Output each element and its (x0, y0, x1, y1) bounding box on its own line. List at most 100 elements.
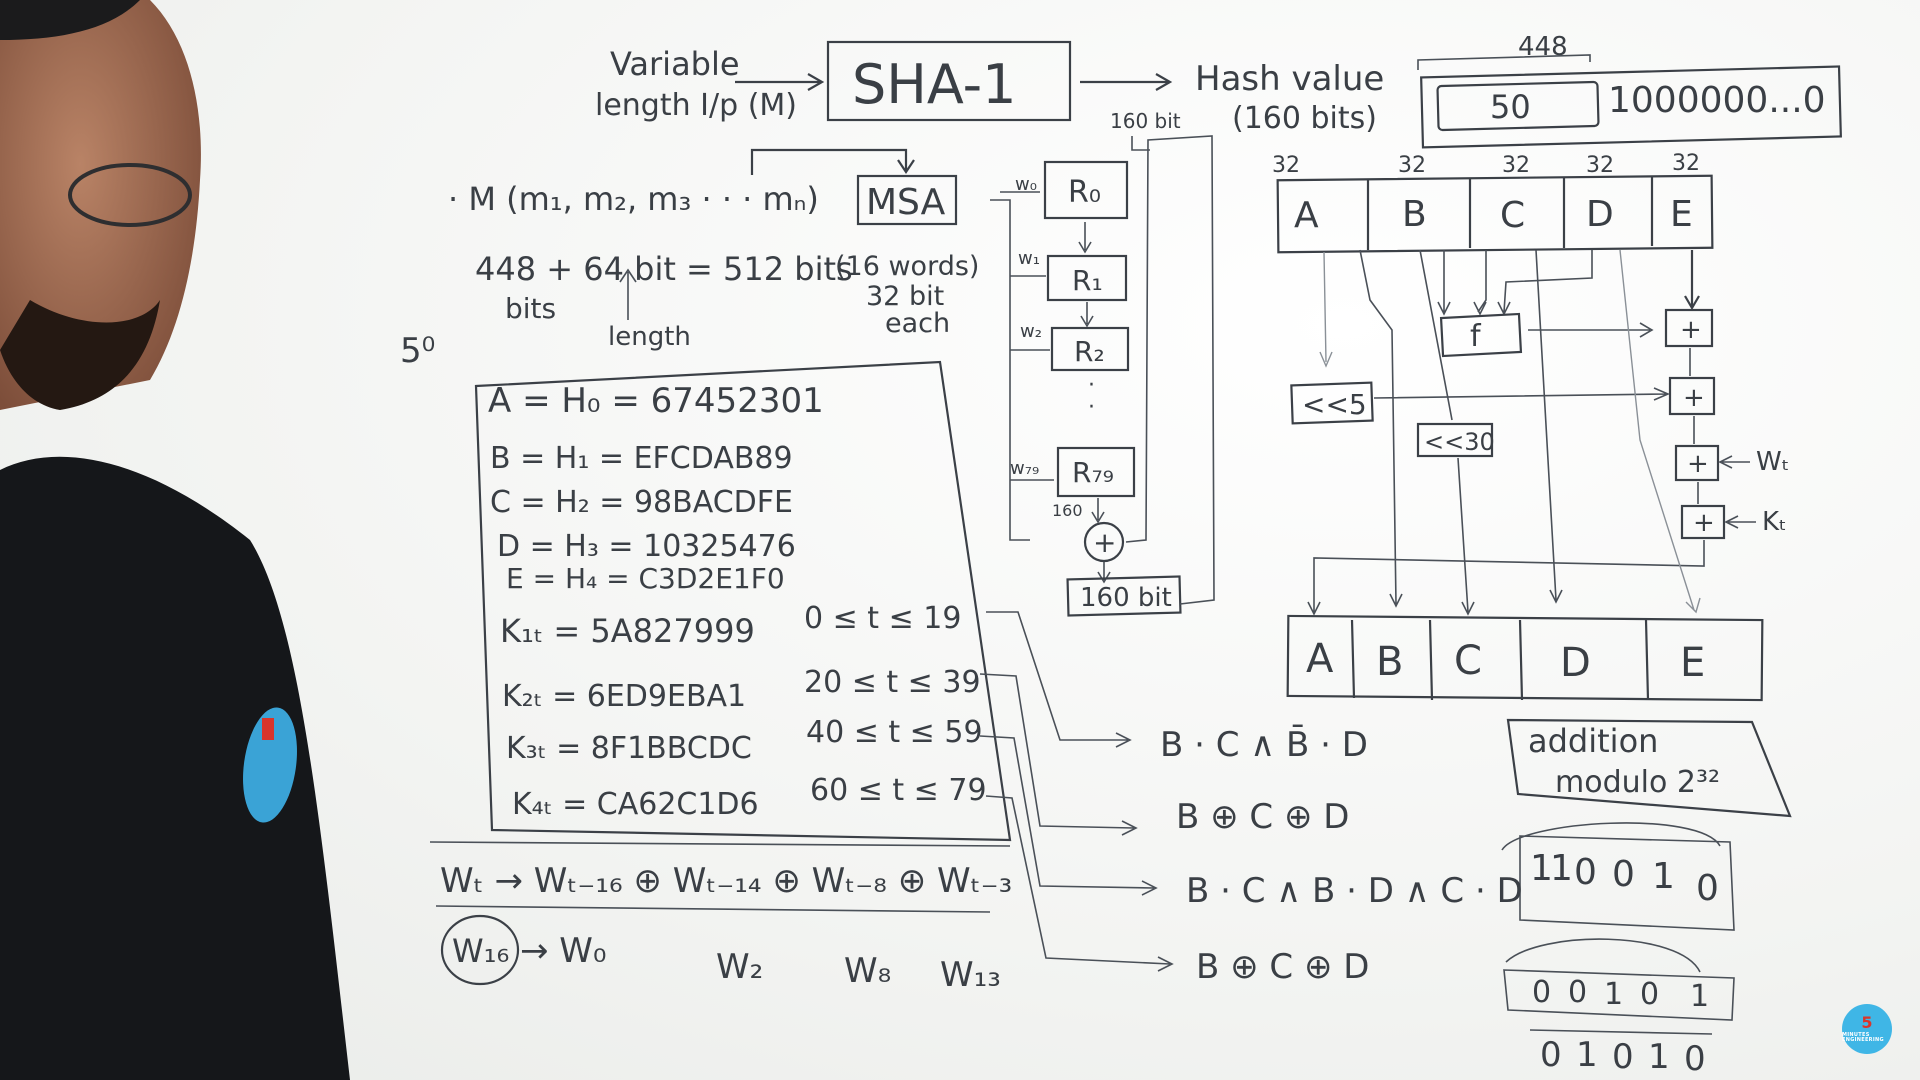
w0-label: → W₀ (520, 931, 607, 971)
adder-3-label: + (1687, 449, 1709, 479)
w16-circle (440, 914, 520, 986)
presenter-shirt (0, 456, 350, 1080)
addition-label-1: addition (1528, 722, 1658, 760)
sum-circle (1083, 521, 1125, 563)
top-reg-0: A (1294, 195, 1319, 236)
padding-inner-label: 50 (1490, 88, 1531, 126)
k-const-3: K₄ₜ = CA62C1D6 (512, 787, 759, 822)
adder-1 (1664, 308, 1714, 348)
channel-logo-text: MINUTES ENGINEERING (1842, 1032, 1884, 1043)
w16-label: W₁₆ (452, 932, 509, 970)
bottom-reg-3: D (1560, 640, 1591, 686)
padding-rest-label: 1000000...0 (1608, 80, 1826, 121)
round-w-1: w₁ (1018, 248, 1040, 269)
bottom-reg-1: B (1376, 639, 1403, 685)
bits-row-2: 0 0 1 0 1 (1532, 975, 1709, 1014)
function-0: B · C ∧ B̄ · D (1160, 724, 1368, 765)
msa-note-1: (16 words) (835, 251, 979, 282)
glasses-icon (68, 163, 192, 227)
function-3: B ⊕ C ⊕ D (1196, 947, 1369, 987)
round-arrow-0 (1078, 222, 1092, 254)
f-label: f (1470, 319, 1482, 354)
k-range-0: 0 ≤ t ≤ 19 (804, 601, 961, 636)
k-range-2: 40 ≤ t ≤ 59 (806, 715, 983, 750)
bits-word: bits (505, 292, 556, 325)
hash-arrow (1080, 73, 1173, 91)
w13-label: W₁₃ (940, 955, 1001, 995)
round-arrow-79 (1091, 498, 1105, 524)
shift30-label: <<30 (1424, 428, 1495, 456)
round-label-79: R₇₉ (1072, 456, 1114, 489)
bit160-bottom-box (1066, 575, 1182, 617)
w2-label: W₂ (716, 947, 763, 987)
c-to-new-d (1535, 249, 1563, 604)
init-value-3: D = H₃ = 10325476 (497, 529, 796, 564)
bit-2-3: 0 (1640, 977, 1659, 1012)
k-range-3: 60 ≤ t ≤ 79 (810, 773, 987, 808)
bottom-reg-2: C (1454, 638, 1482, 684)
shirt-logo-icon (243, 707, 297, 823)
shirt-logo-flag-icon (262, 718, 274, 740)
presenter-hair (0, 0, 140, 40)
bits-row-3: 0 1 0 1 0 (1540, 1035, 1706, 1079)
addition-label-2: modulo 2³² (1555, 765, 1720, 800)
fifty-mark: 5⁰ (400, 331, 435, 371)
bit-2-4: 1 (1690, 979, 1709, 1014)
bit-3-1: 1 (1576, 1035, 1598, 1075)
length-arrow (619, 268, 637, 320)
top-reg-3: D (1586, 194, 1614, 235)
bits-box-2 (1503, 969, 1735, 1021)
adders-to-new-a (1307, 540, 1705, 616)
k-arrow-3 (985, 795, 1174, 972)
length-word: length (608, 322, 691, 352)
d-to-new-e (1619, 249, 1701, 614)
sum-line (1529, 1029, 1713, 1035)
sha1-box (826, 40, 1072, 122)
round-w-2: w₂ (1020, 321, 1042, 342)
top-reg-bits-1: 32 (1398, 153, 1426, 178)
init-value-4: E = H₄ = C3D2E1F0 (506, 562, 785, 595)
padding-brace (1417, 54, 1591, 70)
padding-box (1420, 65, 1842, 149)
round-label-2: R₂ (1074, 335, 1105, 368)
top-reg-1: B (1402, 194, 1427, 235)
round-dots-2: · (1088, 395, 1095, 420)
sum-arrow (1097, 562, 1111, 584)
init-value-0: A = H₀ = 67452301 (488, 381, 824, 421)
f-box (1439, 312, 1523, 358)
bit-3-4: 0 (1684, 1039, 1706, 1079)
bit-3-2: 0 (1612, 1037, 1634, 1077)
channel-logo: 5 MINUTES ENGINEERING (1842, 1004, 1892, 1054)
addition-box (1506, 718, 1792, 818)
bottom-register-row (1286, 614, 1764, 702)
round-box-2 (1050, 326, 1130, 372)
input-label-1: Variable (610, 45, 740, 83)
function-2: B · C ∧ B · D ∧ C · D (1186, 871, 1523, 911)
bit-1-5: 0 (1696, 868, 1719, 909)
msa-note-2: 32 bit (866, 281, 944, 312)
function-1: B ⊕ C ⊕ D (1176, 797, 1349, 837)
channel-logo-number: 5 (1861, 1013, 1873, 1032)
b-to-f (1437, 250, 1451, 316)
round-dots-1: · (1088, 373, 1095, 398)
bit-1-0: 1 (1530, 848, 1553, 889)
top-reg-bits-3: 32 (1586, 153, 1614, 178)
top-reg-bits-2: 32 (1502, 153, 1530, 178)
top-reg-bits-4: 32 (1672, 151, 1700, 176)
top-register-row (1276, 174, 1714, 254)
wt-arrow (1718, 455, 1750, 469)
bits-row-1: 1 1 0 0 1 0 (1530, 848, 1719, 909)
bits-box-1 (1519, 835, 1735, 931)
input-arrow (735, 73, 825, 91)
bit-1-4: 1 (1652, 856, 1675, 897)
msa-label: MSA (866, 182, 946, 223)
round-arrow-1 (1080, 302, 1094, 328)
k-const-1: K₂ₜ = 6ED9EBA1 (502, 679, 746, 714)
message-line: · M (m₁, m₂, m₃ · · · mₙ) (448, 180, 819, 218)
top-reg-bits-0: 32 (1272, 153, 1300, 178)
adder-2 (1668, 376, 1716, 416)
kt-label: Kₜ (1762, 507, 1787, 537)
b-to-new-c (1419, 249, 1475, 616)
sha1-label: SHA-1 (852, 53, 1016, 116)
